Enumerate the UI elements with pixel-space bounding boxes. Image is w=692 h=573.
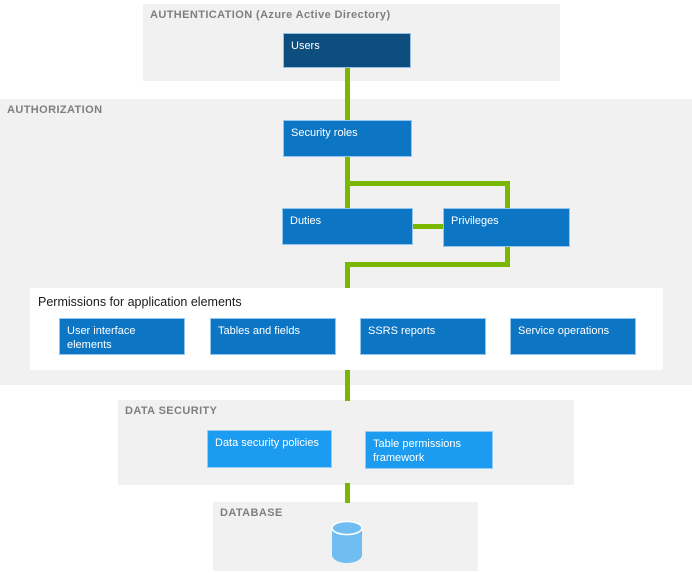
permissions-panel: Permissions for application elements Use… [30, 288, 663, 370]
section-database: DATABASE [213, 502, 478, 571]
node-tables-and-fields-label: Tables and fields [218, 325, 300, 337]
database-section-label: DATABASE [220, 507, 283, 519]
connector-data-security-to-database [345, 483, 350, 503]
connector-privileges-down [505, 245, 510, 267]
node-tables-and-fields: Tables and fields [210, 318, 336, 355]
database-cylinder-icon [331, 520, 363, 563]
node-ssrs-reports-label: SSRS reports [368, 325, 436, 337]
connector-privileges-elbow [345, 262, 510, 267]
section-data-security: DATA SECURITY [118, 400, 574, 485]
connector-users-to-security-roles [345, 64, 350, 122]
node-privileges: Privileges [443, 208, 570, 247]
node-data-security-policies-label: Data security policies [215, 437, 319, 449]
node-service-operations-label: Service operations [518, 325, 610, 337]
node-ssrs-reports: SSRS reports [360, 318, 486, 355]
node-duties: Duties [282, 208, 413, 245]
node-table-permissions-framework-label: Table permissions framework [373, 438, 462, 464]
authentication-section-label: AUTHENTICATION (Azure Active Directory) [150, 9, 391, 21]
section-authentication: AUTHENTICATION (Azure Active Directory) [143, 4, 560, 81]
node-security-roles: Security roles [283, 120, 412, 157]
node-data-security-policies: Data security policies [207, 430, 332, 468]
node-table-permissions-framework: Table permissions framework [365, 431, 493, 469]
node-user-interface-elements: User interface elements [59, 318, 185, 355]
node-users-label: Users [291, 40, 320, 52]
data-security-section-label: DATA SECURITY [125, 405, 218, 417]
node-privileges-label: Privileges [451, 215, 499, 227]
node-security-roles-label: Security roles [291, 127, 358, 139]
node-duties-label: Duties [290, 215, 322, 227]
connector-duties-to-privileges [413, 224, 443, 229]
node-user-interface-elements-label: User interface elements [67, 325, 136, 351]
node-service-operations: Service operations [510, 318, 636, 355]
connector-permissions-to-data-security [345, 370, 350, 401]
authorization-section-label: AUTHORIZATION [7, 104, 103, 116]
node-users: Users [283, 33, 411, 68]
connector-branch-to-privileges [345, 181, 510, 186]
connector-to-permissions-panel [345, 262, 350, 290]
connector-drop-to-privileges [505, 181, 510, 210]
permissions-panel-title: Permissions for application elements [38, 295, 242, 309]
